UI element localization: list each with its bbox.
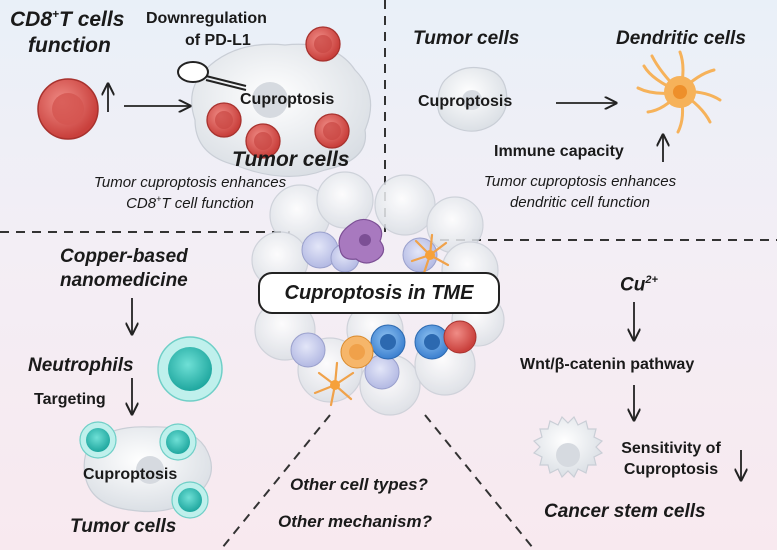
cu-sup: 2+ — [645, 274, 658, 286]
copper-nanomedicine-line2: nanomedicine — [60, 270, 188, 291]
tl-caption-a: CD8 — [126, 195, 157, 212]
tl-tumor-cells-label: Tumor cells — [232, 148, 350, 171]
sensitivity-line2: Cuproptosis — [623, 461, 719, 478]
cd8-title-a: CD8 — [10, 8, 53, 31]
cu2-label: Cu2+ — [620, 274, 658, 296]
tl-caption-b: T cell function — [161, 195, 254, 212]
tr-tumor-cells-label: Tumor cells — [413, 28, 520, 49]
cd8-title: CD8+T cells — [10, 7, 125, 32]
pd-l1-label: of PD-L1 — [185, 32, 251, 49]
targeting-label: Targeting — [34, 391, 106, 408]
tr-caption-line1: Tumor cuproptosis enhances — [483, 173, 677, 190]
sensitivity-line1: Sensitivity of — [621, 440, 721, 457]
tl-cuproptosis-label: Cuproptosis — [240, 91, 335, 108]
other-mechanism-label: Other mechanism? — [278, 512, 432, 531]
bottom-right-artwork — [532, 302, 741, 480]
top-right-artwork — [437, 50, 722, 162]
top-left-artwork — [37, 26, 372, 177]
tl-caption-line1: Tumor cuproptosis enhances — [93, 174, 287, 191]
copper-nanomedicine-line1: Copper-based — [60, 246, 188, 267]
neutrophils-label: Neutrophils — [28, 355, 134, 376]
tr-cuproptosis-label: Cuproptosis — [418, 93, 513, 110]
cancer-stem-cells-label: Cancer stem cells — [544, 501, 706, 522]
cu-text: Cu — [620, 274, 646, 296]
tr-caption-line2: dendritic cell function — [509, 194, 651, 211]
dendritic-cell — [636, 50, 722, 134]
immune-capacity-label: Immune capacity — [494, 143, 624, 160]
tl-caption-sup: + — [156, 194, 162, 204]
cd8-title-b: T cells — [59, 8, 125, 31]
tme-cell-cluster — [251, 171, 505, 416]
tr-dendritic-cells-label: Dendritic cells — [616, 28, 746, 49]
bl-tumor-cells-label: Tumor cells — [70, 516, 177, 537]
cd8-title-sup: + — [52, 7, 60, 21]
bl-cuproptosis-label: Cuproptosis — [83, 466, 178, 483]
other-cell-types-label: Other cell types? — [290, 475, 428, 494]
downregulation-label: Downregulation — [146, 10, 267, 27]
cd8-title-line2: function — [28, 34, 111, 57]
tl-caption-line2: CD8+T cell function — [40, 194, 340, 212]
wnt-pathway-label: Wnt/β-catenin pathway — [520, 356, 695, 373]
center-title-box: Cuproptosis in TME — [258, 272, 500, 314]
bottom-left-artwork — [79, 298, 223, 519]
center-title: Cuproptosis in TME — [284, 281, 474, 304]
pd-l1-receptor — [177, 61, 247, 91]
